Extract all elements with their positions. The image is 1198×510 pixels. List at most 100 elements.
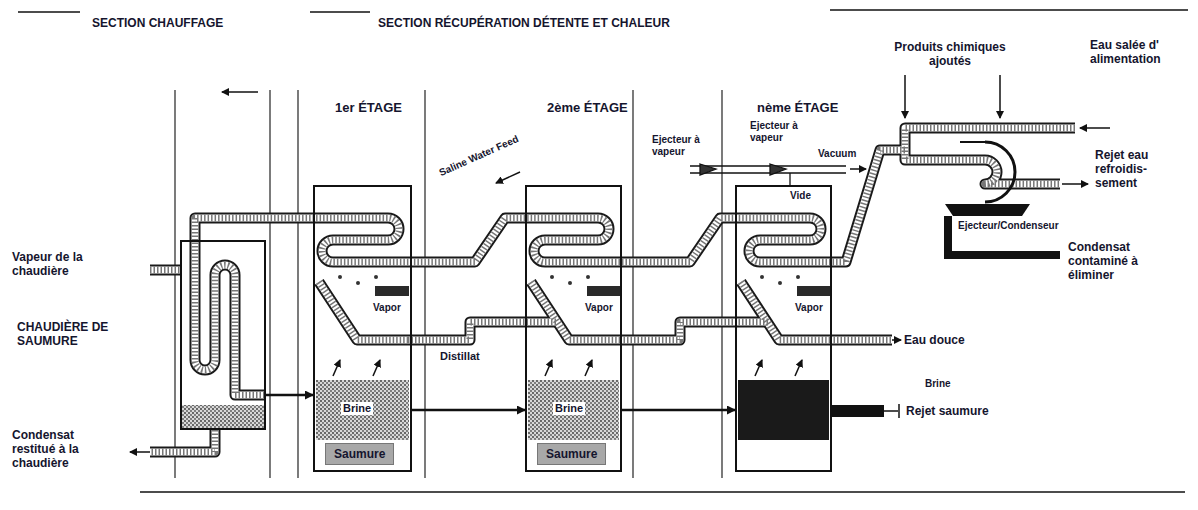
annotation-label: Brine	[553, 402, 585, 415]
flow-arrow	[130, 75, 1110, 452]
tube-inner	[531, 282, 620, 340]
node-label: 1er ÉTAGE	[335, 100, 402, 115]
frame-rule	[18, 11, 80, 13]
tube-hatch	[319, 282, 408, 340]
annotation-label: Condensat restitué à la chaudière	[12, 428, 112, 470]
column-line	[632, 90, 633, 478]
distillate-tray	[587, 286, 621, 296]
tube-inner	[319, 282, 408, 340]
tube-hatch	[531, 282, 620, 340]
frame-rule	[18, 10, 1188, 492]
drop	[338, 275, 342, 279]
vacuum-line	[690, 165, 846, 166]
contaminated-outlet	[948, 216, 1060, 255]
flow-arrow	[222, 91, 258, 93]
flow-arrow	[333, 360, 340, 376]
flow-arrow	[795, 360, 802, 376]
annotation-label: SECTION CHAUFFAGE	[92, 16, 223, 30]
annotation-label: Vapor	[795, 302, 823, 314]
vacuum-line	[700, 164, 716, 175]
annotation-label: Rejet saumure	[906, 404, 989, 418]
drop	[550, 275, 554, 279]
drop	[760, 275, 764, 279]
tube-outer	[620, 322, 768, 340]
tube-outer	[830, 335, 892, 346]
annotation-label: Eau douce	[904, 333, 965, 347]
vacuum-line	[789, 173, 790, 185]
distillate-tray	[375, 286, 409, 296]
annotation-label: Vacuum	[818, 148, 856, 160]
drop	[374, 275, 378, 279]
flow-arrow	[496, 172, 520, 183]
drop	[568, 281, 572, 285]
tube-hatch	[830, 337, 892, 344]
flash-stage: 2ème ÉTAGESaumure	[525, 185, 622, 472]
tube-inner	[150, 267, 180, 274]
node-label: CHAUDIÈRE DE SAUMURE	[17, 320, 157, 348]
node-label: Saumure	[546, 447, 597, 461]
tube-hatch	[150, 128, 1075, 452]
brine-flow-arrow	[266, 394, 313, 397]
drop	[586, 275, 590, 279]
brine-pool	[182, 405, 264, 428]
tube-outer	[741, 282, 830, 340]
column-line	[297, 90, 298, 478]
brine-pool	[316, 380, 409, 440]
tube-hatch	[620, 322, 768, 340]
brine-tag: Saumure	[537, 443, 606, 465]
condenser-base	[945, 204, 1030, 216]
brine-heater: CHAUDIÈRE DE SAUMURE	[180, 240, 266, 430]
vacuum-line	[770, 164, 786, 175]
column-line	[721, 90, 722, 478]
drop	[778, 281, 782, 285]
frame-rule	[310, 11, 370, 13]
brine-pool	[738, 380, 829, 440]
distillate-tray	[797, 286, 831, 296]
annotation-label: Ejecteur à vapeur	[652, 134, 712, 158]
node-label: 2ème ÉTAGE	[547, 100, 628, 115]
annotation-label: Distillat	[440, 350, 480, 363]
flow-arrow	[1062, 183, 1088, 185]
brine-reject	[884, 410, 898, 412]
tube-hatch	[741, 282, 830, 340]
annotation-label: SECTION RÉCUPÉRATION DÉTENTE ET CHALEUR	[378, 16, 670, 30]
vacuum-line	[690, 164, 846, 185]
contaminated-outlet	[948, 216, 1060, 255]
annotation-label: Eau salée d' alimentation	[1090, 38, 1190, 66]
annotation-label: Rejet eau refroidis-sement	[1095, 148, 1180, 190]
tube-outer	[408, 322, 556, 340]
tube-outer	[319, 282, 408, 340]
tube-outer	[905, 128, 1075, 184]
tube-outer	[150, 128, 1075, 452]
annotation-label: Brine	[341, 402, 373, 415]
distillate-tray	[375, 286, 831, 296]
tube-outer	[531, 282, 620, 340]
tube-inner	[905, 128, 1075, 184]
column-line	[174, 90, 175, 478]
flow-arrow	[585, 360, 592, 376]
flow-arrow	[999, 75, 1001, 118]
tube-inner	[830, 337, 892, 344]
annotation-label: Vapeur de la chaudière	[12, 250, 107, 278]
flow-arrow	[904, 75, 906, 118]
flow-arrow	[545, 360, 552, 376]
tube-inner	[408, 322, 556, 340]
tube-hatch	[150, 267, 180, 274]
frame-rule	[140, 491, 1185, 493]
column-line	[175, 90, 722, 478]
tube-inner	[620, 322, 768, 340]
tube-hatch	[905, 128, 1075, 184]
brine-reject	[832, 405, 884, 417]
tube-inner	[741, 282, 830, 340]
condenser-shell	[985, 142, 1015, 202]
column-line	[269, 90, 270, 478]
frame-rule	[830, 9, 1188, 11]
annotation-label: Condensat contaminé à éliminer	[1068, 240, 1178, 282]
brine-flow-arrow	[622, 409, 735, 412]
flow-arrow	[755, 360, 762, 376]
node-label: Saumure	[334, 447, 385, 461]
annotation-label: Brine	[925, 378, 951, 390]
annotation-label: Vide	[790, 190, 811, 202]
tube-outer	[150, 265, 180, 276]
tube-hatch	[150, 430, 215, 452]
